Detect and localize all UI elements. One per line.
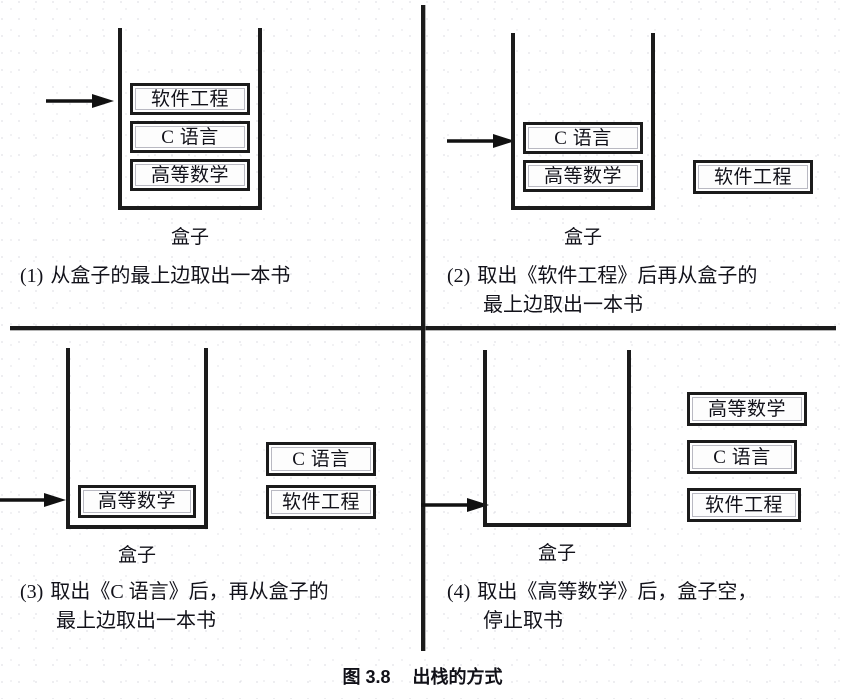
figure-number: 图 3.8 [342, 667, 391, 687]
panel-4-caption: (4) 取出《高等数学》后，盒子空， 停止取书 [447, 578, 839, 636]
book-removed-software-engineering: 软件工程 [693, 160, 813, 194]
panel-3-text-line2: 最上边取出一本书 [56, 610, 216, 632]
panel-1-caption: (1) 从盒子的最上边取出一本书 [20, 262, 415, 291]
book-removed-c-language: C 语言 [687, 440, 797, 474]
figure-title: 出栈的方式 [412, 667, 503, 687]
box-label-2: 盒子 [563, 227, 602, 248]
panel-3-number: (3) [20, 581, 44, 603]
panel-1: 软件工程 C 语言 高等数学 盒子 (1) 从盒子的最上边取出一本书 [0, 0, 421, 326]
panel-1-text: 从盒子的最上边取出一本书 [50, 265, 291, 287]
panel-2-text-line2: 最上边取出一本书 [483, 294, 643, 316]
panel-3: 高等数学 C 语言 软件工程 盒子 (3) 取出《C 语言》后，再从盒子的 最上边… [0, 330, 421, 650]
box-label-1: 盒子 [170, 227, 209, 248]
panel-4-text: 取出《高等数学》后，盒子空， [477, 581, 758, 603]
book-removed-software-engineering: 软件工程 [266, 485, 376, 519]
box-container-2 [511, 33, 655, 210]
box-container-1 [118, 28, 262, 210]
book-removed-software-engineering: 软件工程 [687, 488, 801, 522]
book-advanced-math: 高等数学 [130, 159, 250, 191]
book-removed-advanced-math: 高等数学 [687, 392, 807, 426]
panel-2: C 语言 高等数学 软件工程 盒子 (2) 取出《软件工程》后再从盒子的 最上边取… [425, 0, 845, 326]
figure-caption: 图 3.8 出栈的方式 [0, 663, 845, 689]
vertical-divider [421, 5, 425, 651]
panel-1-number: (1) [20, 265, 44, 287]
panel-2-text: 取出《软件工程》后再从盒子的 [477, 265, 758, 287]
right-arrow-icon [421, 498, 489, 512]
book-advanced-math: 高等数学 [523, 160, 643, 192]
panel-2-caption: (2) 取出《软件工程》后再从盒子的 最上边取出一本书 [447, 262, 839, 320]
box-label-3: 盒子 [117, 545, 156, 566]
panel-2-number: (2) [447, 265, 471, 287]
book-removed-c-language: C 语言 [266, 442, 376, 476]
panel-3-text: 取出《C 语言》后，再从盒子的 [50, 581, 329, 603]
book-c-language: C 语言 [523, 122, 643, 154]
book-software-engineering: 软件工程 [130, 83, 250, 115]
box-label-4: 盒子 [537, 543, 576, 564]
box-container-4 [483, 350, 631, 527]
right-arrow-icon [0, 493, 66, 507]
panel-4: 高等数学 C 语言 软件工程 盒子 (4) 取出《高等数学》后，盒子空， 停止取书 [421, 330, 845, 650]
box-container-3 [66, 348, 208, 529]
panel-4-number: (4) [447, 581, 471, 603]
right-arrow-icon [46, 94, 114, 108]
book-advanced-math: 高等数学 [78, 485, 196, 518]
panel-4-text-line2: 停止取书 [483, 610, 563, 632]
book-c-language: C 语言 [130, 121, 250, 153]
right-arrow-icon [447, 134, 515, 148]
panel-3-caption: (3) 取出《C 语言》后，再从盒子的 最上边取出一本书 [20, 578, 415, 636]
